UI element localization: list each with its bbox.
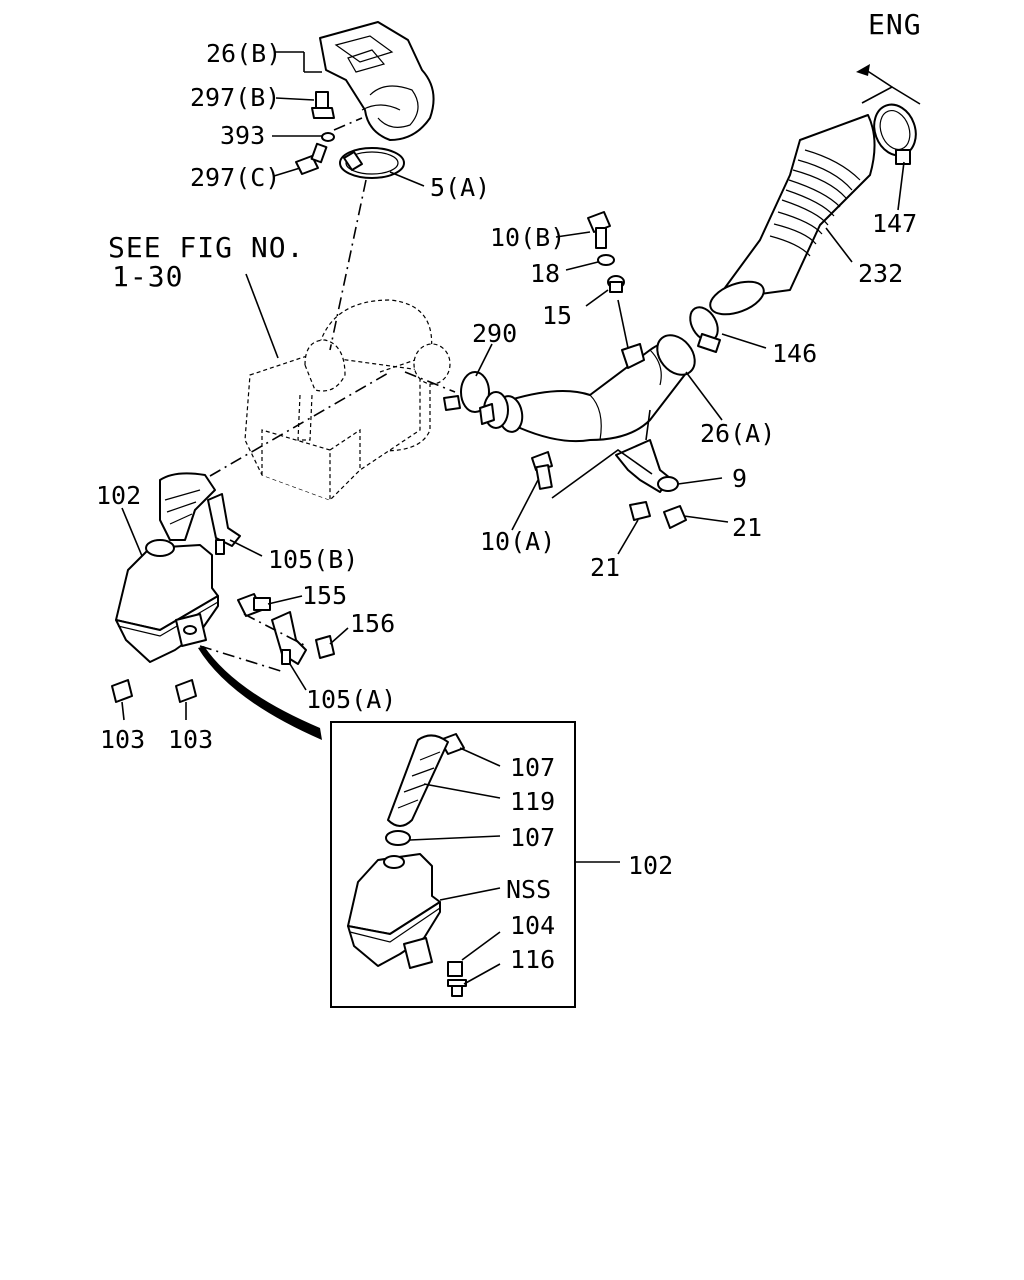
bracket-9-assembly (531, 409, 687, 529)
callout-103-right: 103 (168, 725, 213, 754)
callout-147: 147 (872, 209, 917, 238)
leader-lines (121, 51, 905, 985)
detail-callout-107-top: 107 (510, 753, 555, 782)
callout-18: 18 (530, 259, 560, 288)
detail-callout-116: 116 (510, 945, 555, 974)
callout-5a: 5(A) (430, 173, 490, 202)
see-fig-line2: 1-30 (112, 260, 183, 293)
callout-105a: 105(A) (306, 685, 396, 714)
eng-label: ENG (868, 8, 922, 41)
callout-146: 146 (772, 339, 817, 368)
callout-297c: 297(C) (190, 163, 280, 192)
callout-15: 15 (542, 301, 572, 330)
callout-26a: 26(A) (700, 419, 775, 448)
callout-21-right: 21 (732, 513, 762, 542)
see-figure-reference: SEE FIG NO. 1-30 (108, 231, 304, 359)
detail-callout-107-bottom: 107 (510, 823, 555, 852)
detail-callout-102: 102 (628, 851, 673, 880)
callout-290: 290 (472, 319, 517, 348)
callout-393: 393 (220, 121, 265, 150)
callout-10b: 10(B) (490, 223, 565, 252)
engine-direction-arrow: ENG (856, 8, 922, 105)
callout-26b: 26(B) (206, 39, 281, 68)
callout-232: 232 (858, 259, 903, 288)
callout-297b: 297(B) (190, 83, 280, 112)
callout-103-left: 103 (100, 725, 145, 754)
clamp-147 (873, 103, 917, 165)
reservoir-nuts-103 (111, 679, 197, 703)
bracket-fasteners (587, 211, 645, 369)
detail-callout-119: 119 (510, 787, 555, 816)
upper-air-duct (319, 21, 435, 141)
detail-callout-nss: NSS (506, 875, 551, 904)
callout-105b: 105(B) (268, 545, 358, 574)
bracket-105b (207, 493, 241, 555)
callout-9: 9 (732, 464, 747, 493)
detail-box (330, 721, 576, 1008)
see-fig-line1: SEE FIG NO. (108, 231, 304, 264)
clamp-146 (689, 306, 721, 353)
air-duct-26a (496, 334, 696, 443)
callout-156: 156 (350, 609, 395, 638)
intake-hose-232 (709, 114, 876, 316)
callout-21-left: 21 (590, 553, 620, 582)
callout-155: 155 (302, 581, 347, 610)
callout-labels: 26(B) 297(B) 393 297(C) 5(A) 10(B) 18 15… (96, 39, 917, 974)
reservoir-tank-102 (115, 472, 219, 663)
detail-pointer-arrow (198, 646, 322, 740)
upper-fasteners (295, 91, 363, 175)
clamp-5a (339, 147, 405, 179)
callout-102: 102 (96, 481, 141, 510)
clamp-290 (404, 371, 509, 429)
callout-10a: 10(A) (480, 527, 555, 556)
air-cleaner-assembly (244, 299, 451, 501)
detail-callout-104: 104 (510, 911, 555, 940)
